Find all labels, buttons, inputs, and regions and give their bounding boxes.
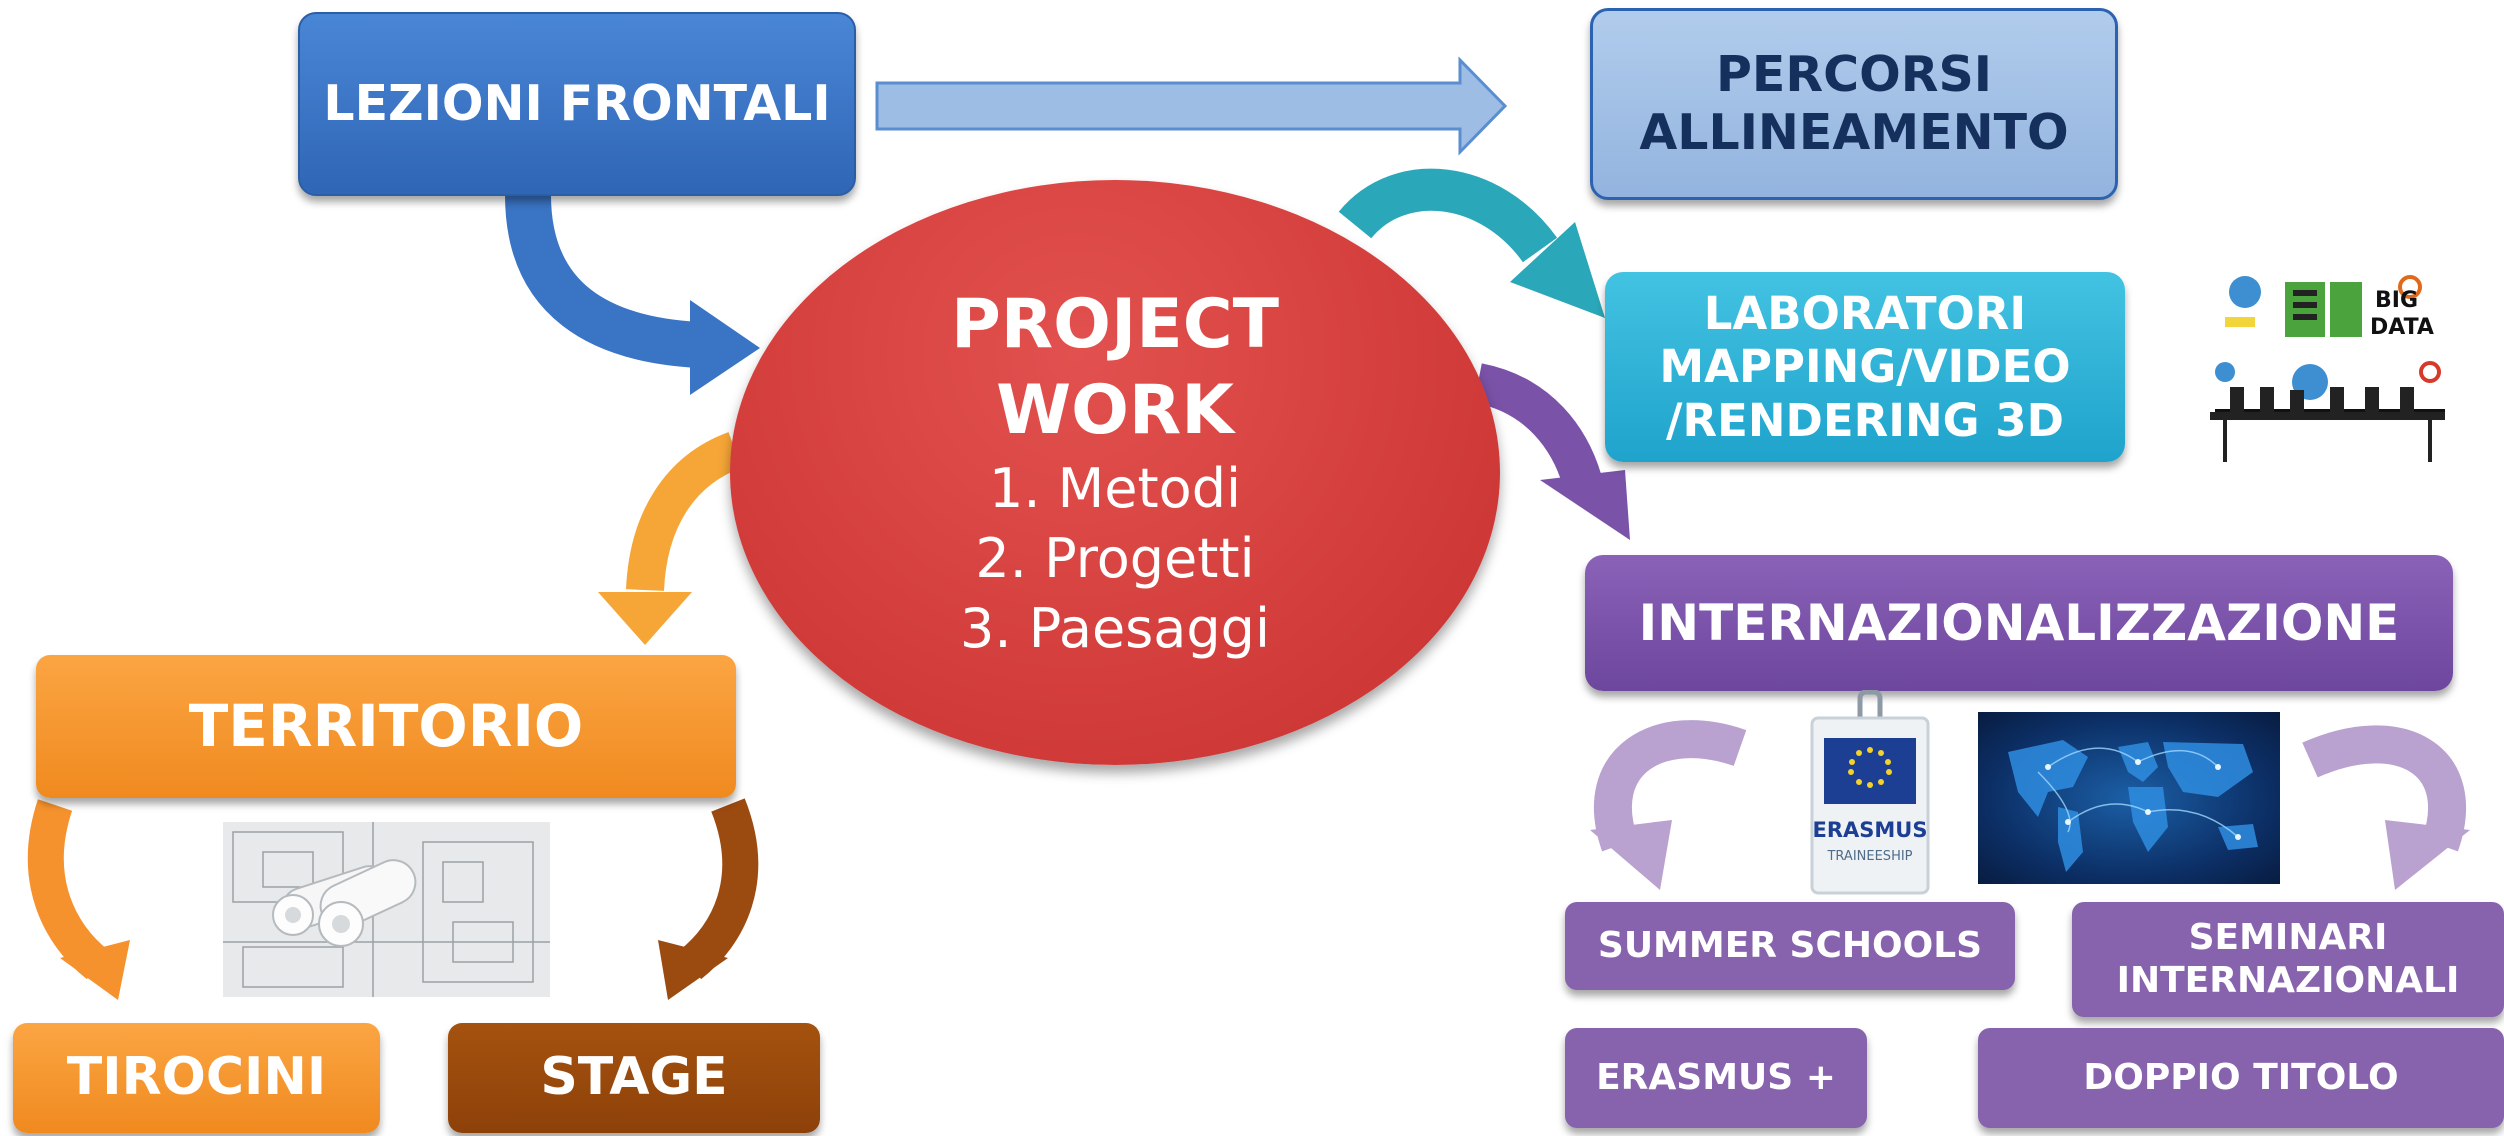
project-work-item-2: 2. Progetti [975,526,1255,590]
arrow-territorio-to-stage-head [658,940,728,1000]
arrow-project-to-territorio-head [598,592,692,645]
erasmus-traineeship-badge: ERASMUS TRAINEESHIP [1810,690,1930,895]
arrow-project-to-territorio [626,432,743,592]
arrow-project-to-laboratori-head [1510,222,1605,318]
erasmus-plus-label: ERASMUS + [1596,1056,1836,1098]
doppio-titolo-label: DOPPIO TITOLO [2083,1056,2399,1098]
erasmus-plus-box: ERASMUS + [1565,1028,1867,1128]
laboratori-label-line3: /RENDERING 3D [1666,393,2064,447]
arrow-territorio-to-tirocini [27,799,110,980]
laboratori-box: LABORATORI MAPPING/VIDEO /RENDERING 3D [1605,272,2125,462]
stage-label: STAGE [540,1047,728,1108]
seminari-internazionali-box: SEMINARI INTERNAZIONALI [2072,902,2504,1017]
big-data-text-2: DATA [2370,315,2434,340]
percorsi-label-line1: PERCORSI [1716,46,1992,104]
tirocini-label: TIROCINI [66,1047,327,1108]
laboratori-label-line1: LABORATORI [1703,287,2027,341]
project-work-ellipse: PROJECT WORK 1. Metodi 2. Progetti 3. Pa… [730,180,1500,765]
arrow-internaz-to-summer-head [1590,820,1672,890]
world-map-illustration [1978,712,2280,884]
percorsi-label-line2: ALLINEAMENTO [1639,104,2069,161]
project-work-title-line1: PROJECT [950,284,1280,364]
arrow-lezioni-to-project-head [690,300,760,395]
arrow-territorio-to-stage [678,798,759,980]
lezioni-frontali-label: LEZIONI FRONTALI [323,75,831,133]
project-work-item-1: 1. Metodi [989,456,1241,520]
arrow-internaz-to-seminari-head [2385,820,2470,890]
stage-box: STAGE [448,1023,820,1133]
erasmus-badge-subtitle: TRAINEESHIP [1826,849,1912,864]
arrow-internaz-to-seminari [2302,725,2466,852]
percorsi-allineamento-box: PERCORSI ALLINEAMENTO [1590,8,2118,200]
big-data-illustration: BIG DATA [2205,262,2450,472]
big-data-text-1: BIG [2375,288,2418,313]
project-work-item-3: 3. Paesaggi [960,596,1270,660]
arrow-project-to-internaz-head [1540,470,1630,540]
blueprints-photo [223,822,550,997]
arrow-lezioni-to-project [505,194,702,368]
erasmus-badge-title: ERASMUS [1813,818,1928,842]
arrow-project-to-laboratori [1338,168,1558,263]
territorio-label: TERRITORIO [188,692,584,761]
arrow-internaz-to-summer [1594,720,1747,852]
arrow-project-to-internaz [1473,363,1602,487]
tirocini-box: TIROCINI [13,1023,380,1133]
arrow-territorio-to-tirocini-head [60,940,130,1000]
laboratori-label-line2: MAPPING/VIDEO [1659,340,2071,394]
territorio-box: TERRITORIO [36,655,736,798]
seminari-label-line2: INTERNAZIONALI [2116,959,2460,1001]
internazionalizzazione-label: INTERNAZIONALIZZAZIONE [1638,593,2400,652]
summer-schools-box: SUMMER SCHOOLS [1565,902,2015,990]
lezioni-frontali-box: LEZIONI FRONTALI [298,12,856,196]
doppio-titolo-box: DOPPIO TITOLO [1978,1028,2504,1128]
summer-schools-label: SUMMER SCHOOLS [1597,924,1983,966]
arrow-lezioni-to-percorsi [875,56,1508,156]
internazionalizzazione-box: INTERNAZIONALIZZAZIONE [1585,555,2453,691]
seminari-label-line1: SEMINARI [2188,917,2388,959]
project-work-title-line2: WORK [996,370,1234,450]
